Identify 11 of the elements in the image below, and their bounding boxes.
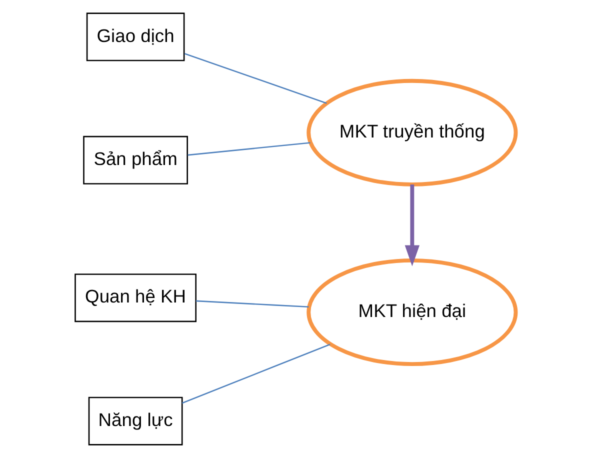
connector (188, 142, 310, 156)
node-ellipse: MKT hiện đại (306, 258, 518, 366)
connector (196, 300, 309, 308)
arrow (404, 184, 420, 266)
connector (184, 53, 327, 104)
node-ellipse: MKT truyền thống (306, 78, 518, 186)
node-box: Quan hệ KH (74, 274, 197, 322)
node-box: Sản phẩm (83, 136, 188, 184)
node-box: Năng lực (88, 396, 183, 446)
node-box: Giao dịch (86, 12, 185, 62)
connector (182, 344, 330, 404)
